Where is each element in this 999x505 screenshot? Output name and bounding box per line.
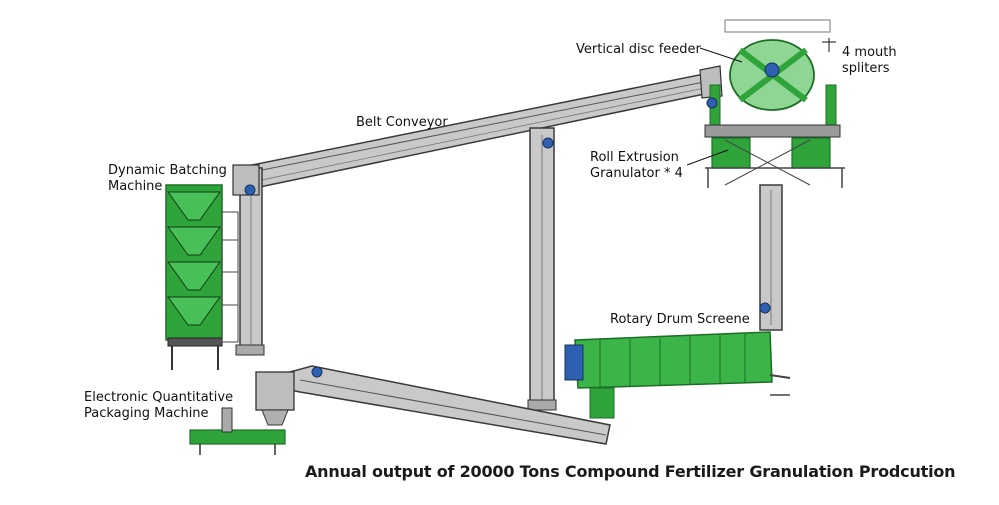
middle-elevator — [527, 127, 557, 411]
packaging-machine — [189, 407, 286, 455]
roll-extrusion-label: Roll Extrusion Granulator * 4 — [590, 150, 683, 181]
dynamic-batching-label: Dynamic Batching Machine — [108, 163, 227, 194]
motor-icons — [244, 97, 771, 378]
rotary-drum-screene-label: Rotary Drum Screene — [610, 312, 750, 327]
vertical-disc-feeder-label: Vertical disc feeder — [576, 42, 701, 57]
diagram-caption: Annual output of 20000 Tons Compound Fer… — [305, 462, 956, 481]
label-leader-lines — [686, 38, 836, 166]
granulator-tower — [704, 19, 845, 188]
mouth-spliters-label: 4 mouth spliters — [842, 45, 897, 76]
dynamic-batching-machine — [165, 184, 239, 370]
belt-conveyor-label: Belt Conveyor — [356, 115, 448, 130]
right-elevator — [759, 184, 783, 331]
packaging-machine-label: Electronic Quantitative Packaging Machin… — [84, 390, 234, 421]
lower-belt-conveyor — [255, 365, 611, 445]
rotary-drum-screen — [564, 331, 791, 419]
